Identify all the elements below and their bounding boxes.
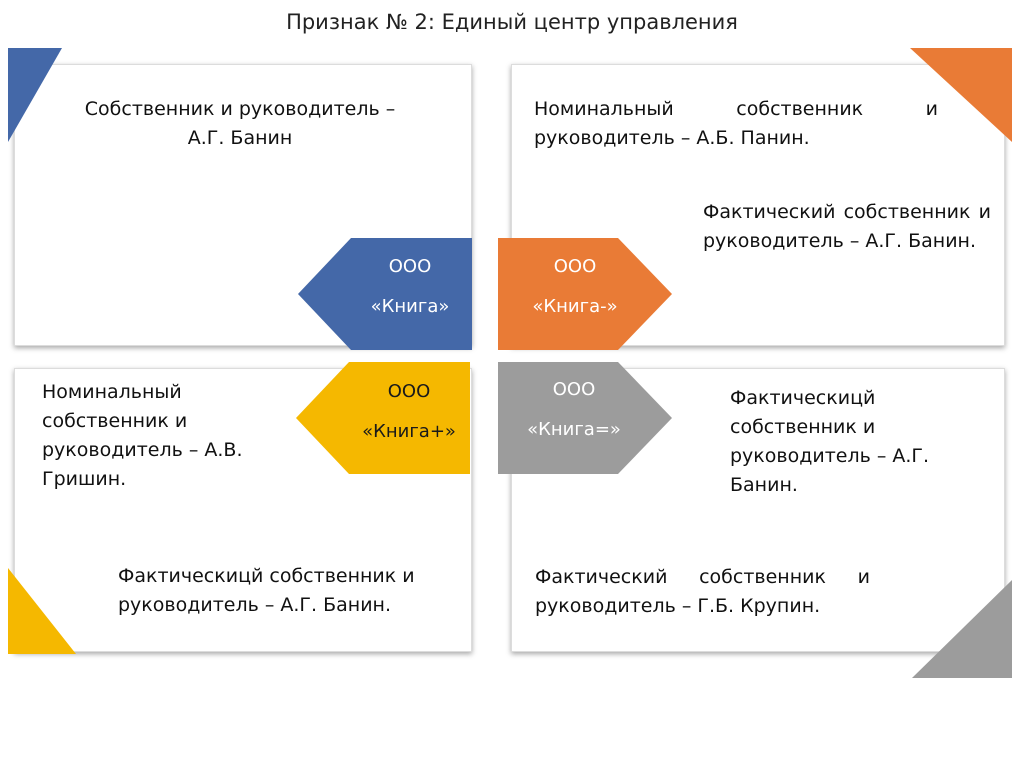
company-tag-top-right	[498, 238, 672, 350]
corner-triangle-top-left	[8, 48, 62, 142]
company-tag-top-left-text: ООО «Книга»	[350, 247, 470, 327]
company-tag-bottom-left	[296, 362, 470, 474]
nominal-owner-text: Номинальный собственник и руководитель –…	[534, 98, 938, 149]
actual-owner-text-2: Фактический собственник и руководитель –…	[535, 566, 870, 617]
company-tag-bottom-left-text: ООО «Книга+»	[348, 372, 470, 452]
company-line1: ООО	[552, 379, 596, 400]
nominal-owner-text: Номинальный собственник и руководитель –…	[42, 381, 243, 490]
company-line1: ООО	[553, 256, 597, 277]
company-tag-top-right-text: ООО «Книга-»	[510, 247, 640, 327]
actual-owner-text: Фактическицй собственник и руководитель …	[118, 565, 415, 616]
company-line2: «Книга=»	[527, 419, 621, 440]
company-line1: ООО	[388, 256, 432, 277]
company-tag-top-left	[298, 238, 472, 350]
company-tag-bottom-right	[498, 362, 672, 474]
company-line2: «Книга»	[370, 296, 450, 317]
slide-title: Признак № 2: Единый центр управления	[286, 10, 738, 34]
owner-text: Собственник и руководитель – А.Г. Банин	[84, 98, 396, 149]
actual-owner-text: Фактический собственник и руководитель –…	[703, 201, 991, 252]
corner-triangle-bottom-left	[8, 568, 76, 654]
corner-triangle-bottom-right	[912, 580, 1012, 678]
company-line2: «Книга-»	[532, 296, 618, 317]
company-line1: ООО	[387, 381, 431, 402]
corner-triangle-top-right	[910, 48, 1012, 142]
company-line2: «Книга+»	[362, 421, 456, 442]
actual-owner-text: Фактическицй собственник и руководитель …	[730, 387, 930, 496]
company-tag-bottom-right-text: ООО «Книга=»	[506, 370, 642, 450]
